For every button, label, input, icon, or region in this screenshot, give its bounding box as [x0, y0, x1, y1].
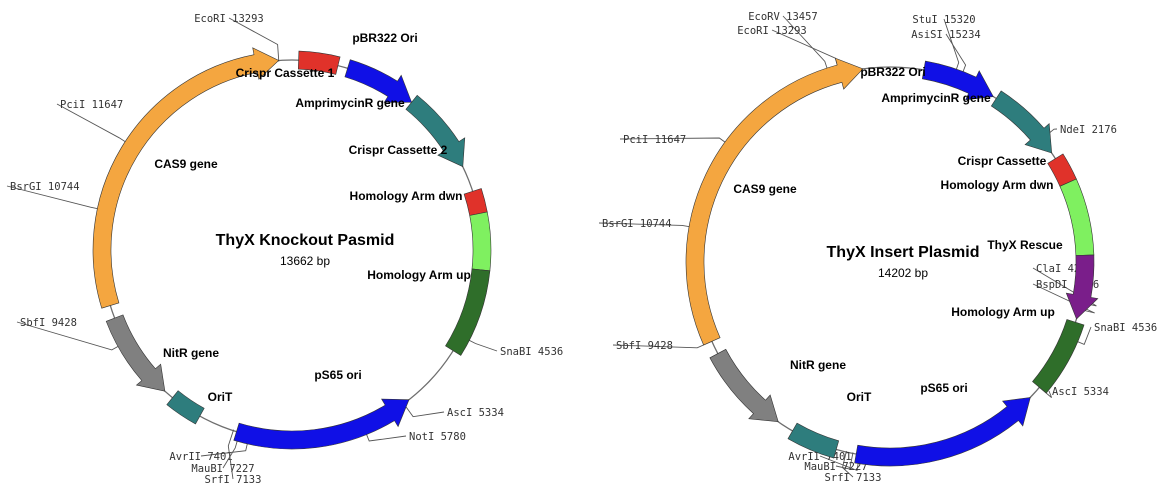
site-label-ecori-13293: EcoRI 13293	[194, 13, 264, 25]
feature-label-pbr322-ori: pBR322 Ori	[352, 31, 417, 45]
feature-label-homology-arm-up: Homology Arm up	[951, 305, 1055, 319]
site-label-pcii-11647: PciI 11647	[623, 134, 686, 146]
feature-nitr-gene[interactable]	[105, 314, 166, 392]
plasmid-size: 13662 bp	[280, 254, 330, 268]
feature-amprimycinr-gene[interactable]	[405, 94, 466, 168]
feature-homology-arm-dwn[interactable]	[1059, 178, 1095, 256]
feature-label-pbr322-ori: pBR322 Ori	[860, 65, 925, 79]
site-label-snabi-4536: SnaBI 4536	[1094, 322, 1157, 334]
plasmid-size: 14202 bp	[878, 266, 928, 280]
feature-ps65-ori[interactable]	[233, 398, 410, 450]
feature-label-homology-arm-up: Homology Arm up	[367, 268, 471, 282]
site-label-srfi-7133: SrfI 7133	[205, 474, 262, 485]
site-label-asisi-15234: AsiSI 15234	[911, 29, 981, 41]
site-label-srfi-7133: SrfI 7133	[825, 472, 882, 484]
feature-label-amprimycinr-gene: AmprimycinR gene	[295, 96, 405, 110]
site-label-sbfi-9428: SbfI 9428	[616, 340, 673, 352]
feature-pbr322-ori[interactable]	[344, 59, 413, 103]
site-label-stui-15320: StuI 15320	[912, 14, 975, 26]
feature-orit[interactable]	[787, 422, 840, 459]
feature-label-nitr-gene: NitR gene	[163, 346, 219, 360]
site-label-avrii-7401: AvrII 7401	[169, 451, 232, 463]
site-label-pcii-11647: PciI 11647	[60, 99, 123, 111]
feature-cas9-gene[interactable]	[92, 47, 280, 309]
site-tick	[228, 17, 280, 62]
site-label-maubi-7227: MauBI 7227	[804, 461, 867, 473]
site-label-bsrgi-10744: BsrGI 10744	[602, 218, 672, 230]
plasmid-title: ThyX Knockout Pasmid	[216, 232, 395, 249]
feature-amprimycinr-gene[interactable]	[990, 90, 1053, 154]
feature-label-homology-arm-dwn: Homology Arm dwn	[350, 189, 463, 203]
feature-label-crispr-cassette-1: Crispr Cassette 1	[236, 66, 335, 80]
feature-crispr-cassette-1[interactable]	[297, 50, 341, 75]
feature-label-ps65-ori: pS65 ori	[920, 381, 967, 395]
site-label-ndei-2176: NdeI 2176	[1060, 124, 1117, 136]
site-label-avrii-7401: AvrII 7401	[788, 451, 851, 463]
site-tick	[227, 429, 235, 480]
feature-label-crispr-cassette: Crispr Cassette	[958, 154, 1047, 168]
feature-label-thyx-rescue: ThyX Rescue	[987, 238, 1063, 252]
plasmid-title: ThyX Insert Plasmid	[827, 244, 980, 261]
feature-label-cas9-gene: CAS9 gene	[733, 182, 797, 196]
site-label-snabi-4536: SnaBI 4536	[500, 346, 563, 358]
feature-label-nitr-gene: NitR gene	[790, 358, 846, 372]
feature-label-orit: OriT	[847, 390, 872, 404]
feature-label-cas9-gene: CAS9 gene	[154, 157, 218, 171]
feature-ps65-ori[interactable]	[854, 397, 1031, 467]
feature-cas9-gene[interactable]	[685, 57, 864, 346]
site-label-noti-5780: NotI 5780	[409, 431, 466, 443]
site-tick	[835, 452, 854, 470]
site-label-ecorv-13457: EcoRV 13457	[748, 11, 818, 23]
site-tick	[402, 402, 445, 418]
feature-orit[interactable]	[166, 390, 205, 425]
site-label-maubi-7227: MauBI 7227	[191, 463, 254, 475]
feature-pbr322-ori[interactable]	[921, 60, 994, 101]
feature-label-homology-arm-dwn: Homology Arm dwn	[941, 178, 1054, 192]
feature-homology-arm-up[interactable]	[445, 268, 491, 356]
feature-nitr-gene[interactable]	[709, 348, 779, 423]
site-label-sbfi-9428: SbfI 9428	[20, 317, 77, 329]
feature-label-ps65-ori: pS65 ori	[314, 368, 361, 382]
feature-label-crispr-cassette-2: Crispr Cassette 2	[349, 143, 448, 157]
feature-crispr-cassette-2[interactable]	[463, 188, 488, 216]
site-label-bsrgi-10744: BsrGI 10744	[10, 181, 80, 193]
site-label-asci-5334: AscI 5334	[1052, 386, 1109, 398]
feature-label-orit: OriT	[208, 390, 233, 404]
feature-homology-arm-up[interactable]	[1032, 319, 1085, 394]
feature-homology-arm-dwn[interactable]	[469, 211, 492, 272]
site-label-asci-5334: AscI 5334	[447, 407, 504, 419]
feature-thyx-rescue[interactable]	[1065, 254, 1099, 320]
site-label-ecori-13293: EcoRI 13293	[737, 25, 807, 37]
feature-label-amprimycinr-gene: AmprimycinR gene	[881, 91, 991, 105]
site-tick	[842, 450, 854, 478]
